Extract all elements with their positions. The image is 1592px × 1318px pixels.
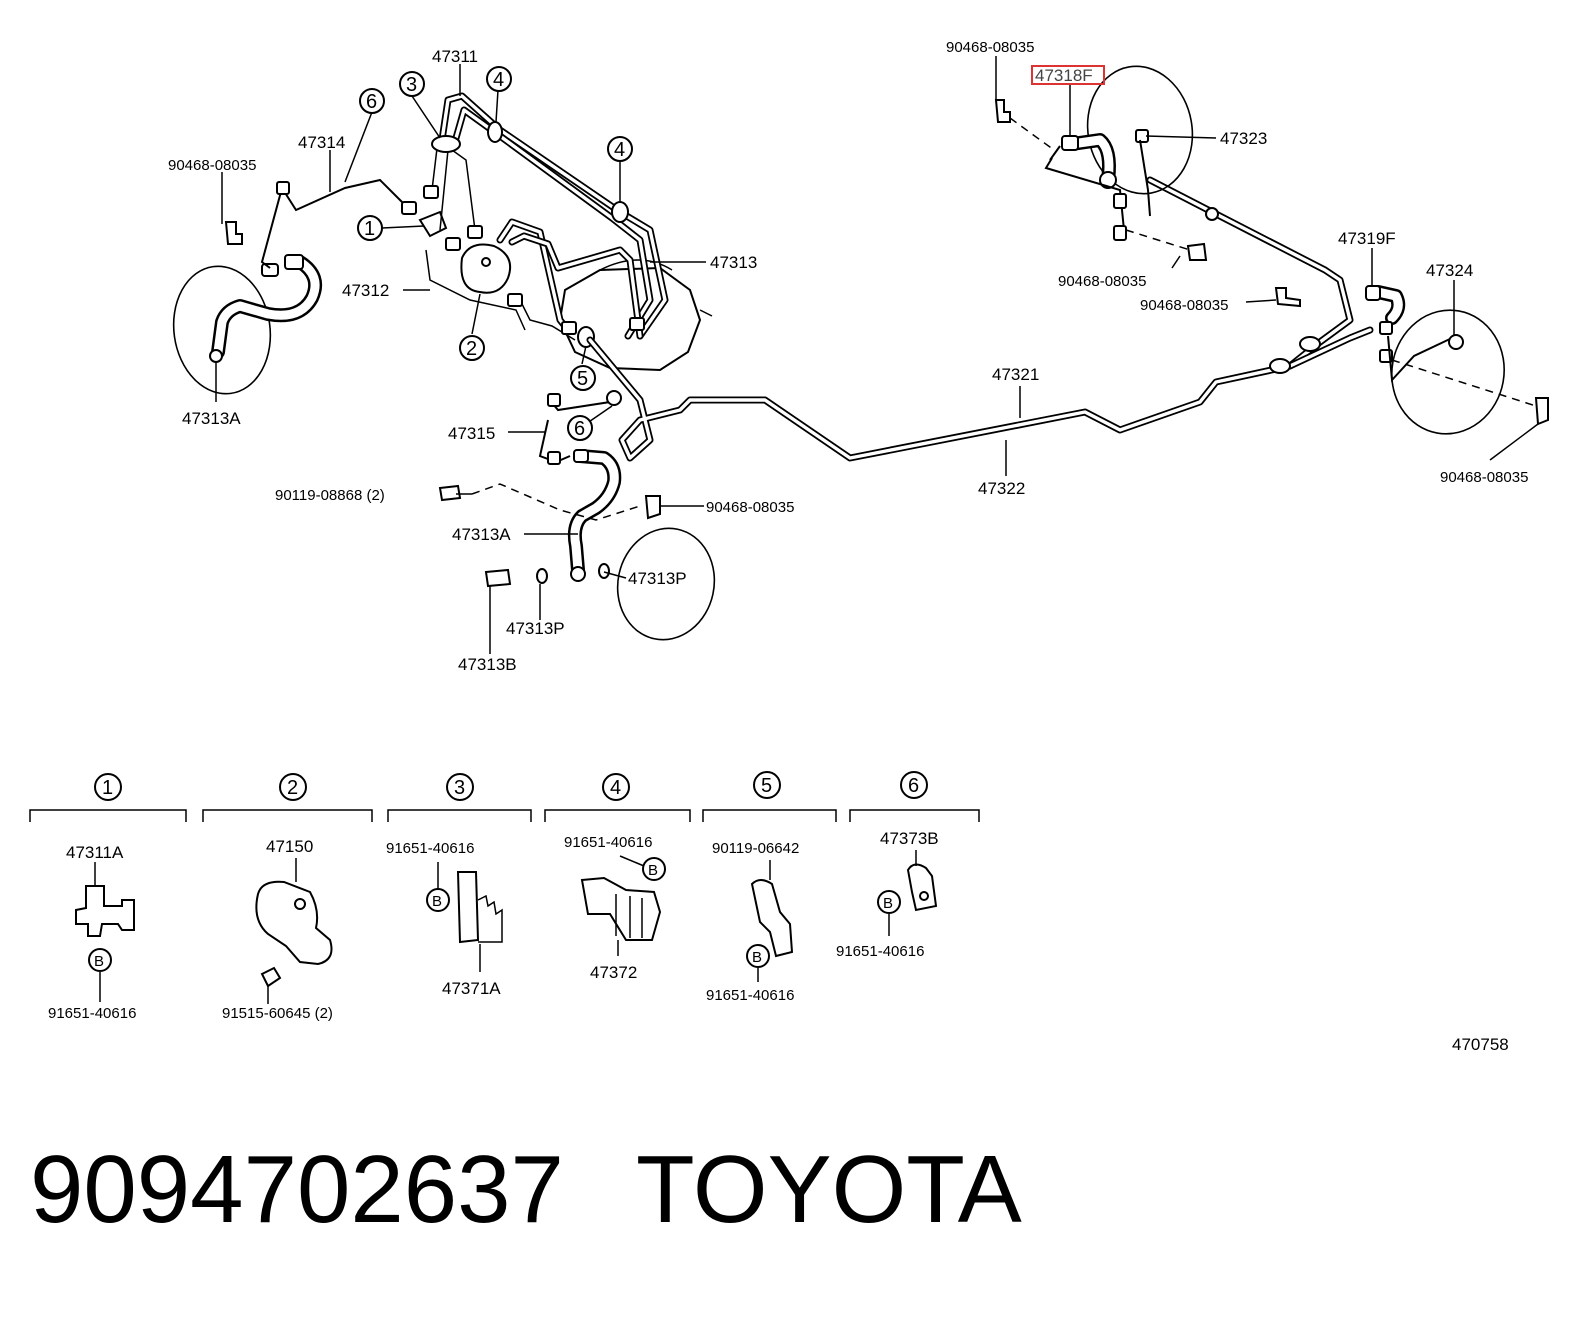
legend: 1 47311A B 91651-40616 2 47150 91515-606… <box>29 771 980 1022</box>
label-47322: 47322 <box>978 479 1025 498</box>
leader-lines <box>215 56 1539 654</box>
label-47319F: 47319F <box>1338 229 1396 248</box>
svg-text:B: B <box>94 953 104 970</box>
label-47313A-mid: 47313A <box>452 525 511 544</box>
svg-text:1: 1 <box>102 777 113 799</box>
label-47312: 47312 <box>342 281 389 300</box>
part-number: 9094702637 <box>30 1136 564 1243</box>
svg-text:91515-60645 (2): 91515-60645 (2) <box>222 1005 333 1022</box>
callout-2: 2 <box>459 335 485 361</box>
svg-text:4: 4 <box>614 139 625 161</box>
label-47313: 47313 <box>710 253 757 272</box>
svg-text:91651-40616: 91651-40616 <box>706 987 794 1004</box>
label-47311: 47311 <box>432 47 478 66</box>
svg-text:1: 1 <box>364 218 375 240</box>
svg-text:47311A: 47311A <box>66 843 124 862</box>
svg-text:91651-40616: 91651-40616 <box>564 834 652 851</box>
svg-text:47372: 47372 <box>590 963 637 982</box>
legend-group-2: 2 47150 91515-60645 (2) <box>222 773 333 1022</box>
callout-3: 3 <box>399 71 425 97</box>
label-47324: 47324 <box>1426 261 1473 280</box>
label-90468-08035-rr: 90468-08035 <box>1440 469 1528 486</box>
label-47313P-bottom: 47313P <box>506 619 565 638</box>
label-90468-08035-r2: 90468-08035 <box>1140 297 1228 314</box>
svg-text:6: 6 <box>574 418 585 440</box>
main-pipe <box>538 176 1374 465</box>
svg-text:4: 4 <box>493 69 504 91</box>
svg-text:3: 3 <box>406 74 417 96</box>
svg-text:B: B <box>648 862 658 879</box>
label-47323: 47323 <box>1220 129 1267 148</box>
label-90468-08035-mid: 90468-08035 <box>706 499 794 516</box>
highlight-box <box>1031 65 1105 85</box>
svg-text:5: 5 <box>761 775 772 797</box>
part-labels: 47311 47314 90468-08035 47312 47313 4731… <box>168 39 1528 674</box>
rear-drums <box>994 65 1549 435</box>
svg-text:3: 3 <box>454 777 465 799</box>
label-47313A-left: 47313A <box>182 409 241 428</box>
legend-group-5: 5 90119-06642 B 91651-40616 <box>706 771 799 1004</box>
label-90119-08868: 90119-08868 (2) <box>275 487 385 504</box>
svg-text:4: 4 <box>610 777 621 799</box>
legend-group-4: 4 91651-40616 B 47372 <box>564 773 666 982</box>
svg-text:90119-06642: 90119-06642 <box>712 840 799 857</box>
legend-group-3: 3 91651-40616 B 47371A <box>386 773 503 998</box>
svg-text:91651-40616: 91651-40616 <box>48 1005 136 1022</box>
label-90468-08035-tl: 90468-08035 <box>168 157 256 174</box>
label-47314: 47314 <box>298 133 345 152</box>
svg-text:6: 6 <box>908 775 919 797</box>
callout-5: 5 <box>570 365 596 391</box>
brand-name: TOYOTA <box>636 1136 1022 1243</box>
callout-1: 1 <box>357 215 383 241</box>
master-cylinder-area <box>418 92 713 372</box>
label-47315: 47315 <box>448 424 495 443</box>
label-90468-08035-tr: 90468-08035 <box>946 39 1034 56</box>
label-47318F-highlighted: 47318F <box>1035 66 1093 85</box>
front-left-wheel <box>172 178 417 395</box>
svg-text:2: 2 <box>466 338 477 360</box>
legend-group-6: 6 47373B B 91651-40616 <box>836 771 939 960</box>
label-47313P-right: 47313P <box>628 569 687 588</box>
front-right-hose <box>438 449 716 641</box>
callout-6-left: 6 <box>359 88 385 114</box>
label-47313B: 47313B <box>458 655 517 674</box>
svg-text:2: 2 <box>287 777 298 799</box>
svg-text:47150: 47150 <box>266 837 313 856</box>
svg-text:91651-40616: 91651-40616 <box>836 943 924 960</box>
svg-text:B: B <box>752 949 762 966</box>
label-90468-08035-r1: 90468-08035 <box>1058 273 1146 290</box>
svg-text:6: 6 <box>366 91 377 113</box>
callouts: 6 3 4 4 1 2 5 6 <box>357 66 633 441</box>
svg-text:B: B <box>883 895 893 912</box>
diagram-code: 470758 <box>1452 1035 1509 1054</box>
legend-group-1: 1 47311A B 91651-40616 <box>48 773 136 1022</box>
label-47321: 47321 <box>992 365 1039 384</box>
svg-text:91651-40616: 91651-40616 <box>386 840 474 857</box>
callout-6-mid: 6 <box>567 415 593 441</box>
svg-text:47371A: 47371A <box>442 979 501 998</box>
callout-4-top: 4 <box>486 66 512 92</box>
callout-4-mid: 4 <box>607 136 633 162</box>
svg-text:5: 5 <box>577 368 588 390</box>
svg-text:47373B: 47373B <box>880 829 939 848</box>
svg-text:B: B <box>432 893 442 910</box>
